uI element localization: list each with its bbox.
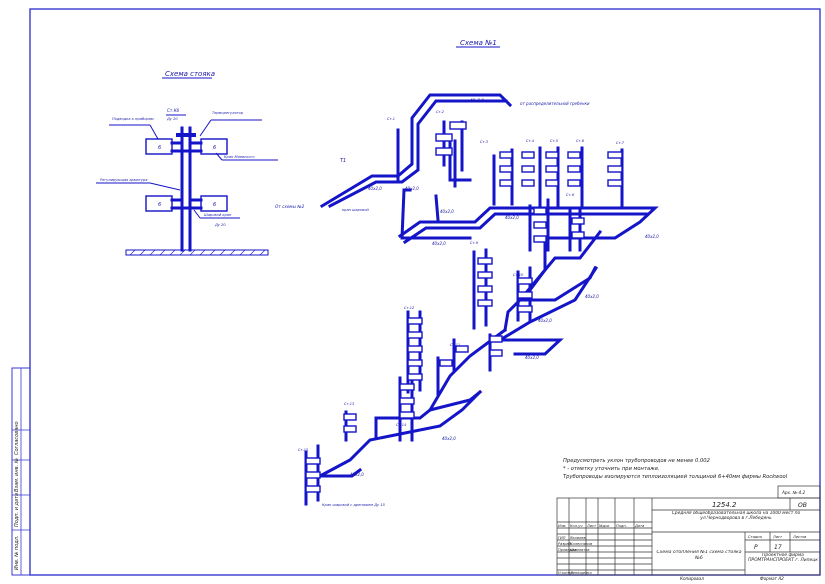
project-name: Средняя общеобразовательная школа на 100…	[671, 511, 801, 522]
svg-text:Ст.1: Ст.1	[387, 117, 395, 121]
svg-text:Ст.4: Ст.4	[526, 139, 535, 143]
scheme-title: Схема №1	[460, 39, 497, 47]
sheet-label: Лист	[772, 535, 783, 539]
svg-text:40х2,0: 40х2,0	[525, 355, 539, 360]
svg-text:Ст.6: Ст.6	[576, 139, 585, 143]
svg-text:6: 6	[158, 145, 161, 151]
svg-text:40х2,0: 40х2,0	[470, 98, 484, 103]
isometric-scheme: Схема №1	[275, 39, 659, 507]
radiator	[200, 138, 228, 155]
ball-valve-label: кран шаровой	[342, 208, 369, 212]
side-stamp-4: Инв. № подл.	[14, 536, 20, 571]
svg-text:Ст.12: Ст.12	[404, 306, 415, 310]
archive-number: Арх. №-4.2	[781, 490, 806, 495]
col-date: Дата	[634, 524, 644, 528]
riser-size: Ду 20	[214, 223, 226, 227]
riser-scheme-title: Схема стояка	[165, 70, 215, 78]
side-stamp-2: Взам. инв. №	[14, 458, 20, 492]
svg-text:40х2,0: 40х2,0	[432, 241, 446, 246]
sheet-code: ОВ	[798, 502, 807, 509]
col-change: Изм.	[558, 524, 566, 528]
from-distribution-label: от распределительной гребенки	[520, 101, 590, 106]
drain-valve-label: Кран шаровой с дренажем Ду 15	[322, 503, 386, 507]
svg-text:Проверил: Проверил	[558, 548, 577, 552]
svg-text:Лепещенко: Лепещенко	[569, 571, 593, 575]
svg-text:ГИП: ГИП	[558, 536, 566, 540]
note-line: Предусмотреть уклон трубопроводов не мен…	[563, 458, 710, 464]
svg-text:40х2,0: 40х2,0	[645, 234, 659, 239]
pipe-size-labels: 40х2,0 40х2,0 40х2,0 40х2,0 40х2,0 40х2,…	[350, 98, 659, 477]
radiator	[145, 138, 173, 155]
svg-text:Ст.7: Ст.7	[616, 141, 625, 145]
col-count: Кол.уч	[570, 524, 582, 528]
radiator-group	[304, 120, 624, 506]
format-label: Формат А2	[760, 576, 784, 581]
drawing-frame	[29, 8, 821, 576]
from-scheme2-label: От схемы №2	[275, 204, 305, 209]
svg-text:Ст.2: Ст.2	[436, 110, 445, 114]
note-line: Трубопроводы изолируются теплоизоляцией …	[563, 474, 788, 480]
svg-text:6: 6	[213, 145, 216, 151]
col-doc: №док	[598, 524, 610, 528]
sheets-label: Листов	[792, 535, 806, 539]
svg-text:Колесников: Колесников	[570, 542, 592, 546]
riser-note: Регулирующая арматура	[100, 178, 147, 182]
t1-label: Т1	[340, 158, 346, 164]
sheet-value: 17	[774, 544, 782, 551]
side-stamp-1: Согласовано	[14, 421, 20, 455]
side-stamp-3: Подп. и дата	[14, 493, 20, 527]
col-sheet: Лист	[586, 524, 597, 528]
riser-note: Кран Маевского	[224, 155, 255, 159]
svg-text:40х2,0: 40х2,0	[368, 186, 382, 191]
stage-value: Р	[754, 544, 758, 551]
svg-text:40х2,0: 40х2,0	[442, 436, 456, 441]
project-code: 1254.2	[712, 501, 737, 509]
radiator	[145, 195, 173, 212]
svg-text:Ст.3: Ст.3	[480, 140, 489, 144]
svg-text:40х2,0: 40х2,0	[538, 318, 552, 323]
svg-text:Ст.10: Ст.10	[513, 273, 524, 277]
title-block: Арх. №-4.2 Изм. Кол.уч Лист №док Подп. Д…	[556, 485, 821, 581]
svg-text:40х2,0: 40х2,0	[505, 215, 519, 220]
svg-text:Ст.11: Ст.11	[450, 343, 460, 347]
svg-text:40х2,0: 40х2,0	[585, 294, 599, 299]
riser-note: Терморегулятор	[212, 111, 244, 115]
col-sign: Подп.	[616, 524, 627, 528]
organization: Проектное фирма ПРОМТРАНСПРОЕКТ г. Липец…	[748, 553, 818, 564]
radiator	[200, 195, 228, 212]
note-line: * - отметку уточнить при монтаже.	[563, 466, 660, 472]
riser-note: Подводка к приборам	[112, 117, 154, 121]
svg-text:Яковлев: Яковлев	[569, 536, 586, 540]
svg-text:40х2,0: 40х2,0	[440, 209, 454, 214]
svg-text:Н.контр.: Н.контр.	[558, 571, 574, 575]
svg-text:40х2,0: 40х2,0	[350, 472, 364, 477]
svg-text:Разраб.: Разраб.	[558, 542, 572, 546]
svg-text:6: 6	[213, 202, 216, 208]
svg-text:Ст.5: Ст.5	[550, 139, 559, 143]
riser-note: Шаровой кран	[204, 213, 232, 217]
stage-label: Стадия	[748, 535, 763, 539]
svg-text:Шахматов: Шахматов	[570, 548, 590, 552]
floor-slab	[125, 249, 269, 256]
riser-tag-labels: Ст.1 Ст.2 Ст.3 Ст.4 Ст.5 Ст.6 Ст.7 Ст.8 …	[298, 110, 625, 452]
svg-text:Ст.14: Ст.14	[396, 423, 407, 427]
riser-tag: Ст.Кб	[167, 108, 180, 113]
riser-size: Ду 20	[166, 117, 178, 121]
svg-text:Ст.9: Ст.9	[470, 241, 479, 245]
drawing-name: Схема отопления №1 схема стояка №6	[656, 550, 742, 561]
svg-text:Ст.13: Ст.13	[344, 402, 355, 406]
svg-text:Ст.15: Ст.15	[298, 448, 309, 452]
svg-text:Ст.8: Ст.8	[566, 193, 575, 197]
copied-label: Копировал	[680, 576, 704, 581]
svg-text:40х2,0: 40х2,0	[405, 186, 419, 191]
general-notes: Предусмотреть уклон трубопроводов не мен…	[563, 458, 788, 480]
riser-scheme: Схема стояка 6 6 6 6	[96, 70, 278, 256]
svg-text:6: 6	[158, 202, 161, 208]
